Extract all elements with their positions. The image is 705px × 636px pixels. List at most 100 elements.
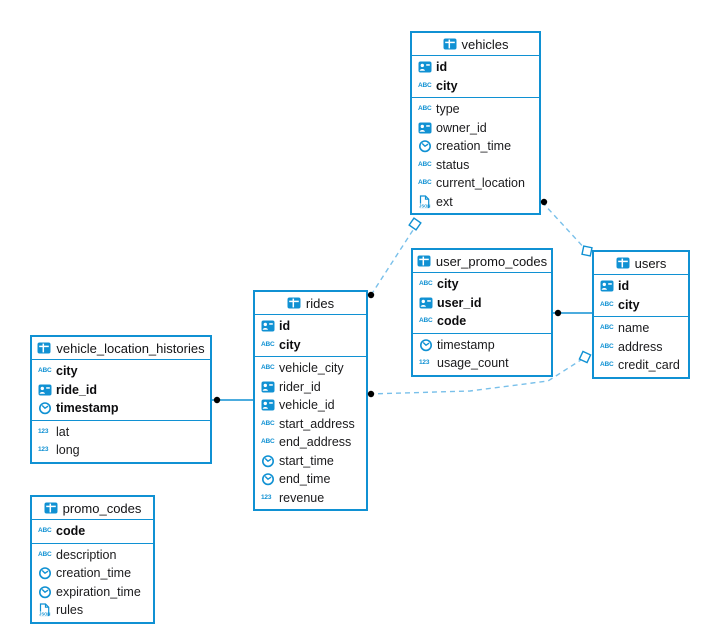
column-name: vehicle_city	[279, 361, 344, 376]
column-name: city	[437, 277, 459, 292]
column-name: user_id	[437, 295, 482, 310]
column-row[interactable]: 123 lat	[32, 423, 210, 442]
table-header[interactable]: users	[594, 252, 688, 275]
text-type-icon: ABC	[600, 300, 614, 308]
relationship-line-rides-users[interactable]	[368, 357, 585, 395]
table-icon	[44, 502, 58, 514]
column-name: credit_card	[618, 358, 680, 373]
json-type-icon: JSON	[418, 195, 436, 209]
column-row[interactable]: ABC vehicle_city	[255, 359, 366, 378]
column-row[interactable]: owner_id	[412, 119, 539, 138]
id-type-icon	[261, 380, 279, 394]
text-type-icon: ABC	[419, 317, 433, 324]
table-header[interactable]: rides	[255, 292, 366, 315]
column-name: start_address	[279, 416, 355, 431]
table-header[interactable]: promo_codes	[32, 497, 153, 520]
table-name: rides	[305, 295, 335, 311]
column-row[interactable]: end_time	[255, 470, 366, 489]
primary-key-row[interactable]: timestamp	[32, 399, 210, 418]
text-type-icon: ABC	[418, 179, 432, 186]
table-header[interactable]: vehicles	[412, 33, 539, 56]
column-row[interactable]: creation_time	[412, 137, 539, 156]
table-icon	[443, 38, 457, 50]
number-type-icon: 123	[419, 359, 430, 366]
primary-key-row[interactable]: ABC code	[413, 312, 551, 331]
column-row[interactable]: expiration_time	[32, 583, 153, 602]
column-row[interactable]: ABC description	[32, 546, 153, 565]
text-type-icon: ABC	[261, 364, 275, 371]
column-name: id	[618, 279, 630, 294]
text-type-icon: ABC	[38, 550, 52, 558]
svg-text:JSON: JSON	[419, 203, 430, 208]
column-row[interactable]: ABC address	[594, 338, 688, 357]
column-row[interactable]: timestamp	[413, 336, 551, 355]
column-row[interactable]: ABC credit_card	[594, 356, 688, 375]
text-type-icon: ABC	[600, 361, 614, 368]
time-type-icon	[261, 454, 279, 468]
column-row[interactable]: vehicle_id	[255, 396, 366, 415]
text-type-icon: ABC	[261, 340, 275, 348]
column-row[interactable]: start_time	[255, 452, 366, 471]
table-name: user_promo_codes	[435, 253, 548, 269]
table-icon	[417, 255, 431, 267]
column-name: code	[56, 524, 86, 539]
primary-key-row[interactable]: id	[594, 277, 688, 296]
table-header[interactable]: vehicle_location_histories	[32, 337, 210, 360]
column-row[interactable]: creation_time	[32, 564, 153, 583]
text-type-icon: ABC	[418, 81, 432, 89]
table-header[interactable]: user_promo_codes	[413, 250, 551, 273]
relationship-diamond-endpoint	[581, 245, 593, 257]
relationship-line-vehicles-users[interactable]	[541, 201, 588, 252]
primary-key-row[interactable]: id	[255, 317, 366, 336]
number-type-icon: 123	[261, 493, 272, 501]
column-name: expiration_time	[56, 584, 141, 599]
column-name: code	[437, 314, 467, 329]
column-name: lat	[56, 424, 70, 439]
id-type-icon	[418, 121, 436, 135]
time-type-icon	[38, 566, 56, 580]
table-icon	[616, 257, 630, 269]
text-type-icon: ABC	[261, 438, 275, 445]
column-name: rider_id	[279, 379, 321, 394]
primary-key-row[interactable]: user_id	[413, 294, 551, 313]
number-type-icon: 123	[38, 427, 49, 435]
relationship-line-rides-vehicles[interactable]	[370, 226, 416, 296]
primary-key-row[interactable]: id	[412, 58, 539, 77]
text-type-icon: ABC	[600, 342, 614, 350]
column-name: type	[436, 102, 460, 117]
primary-key-row[interactable]: ride_id	[32, 381, 210, 400]
relationship-dot-endpoint	[554, 309, 562, 317]
column-row[interactable]: rider_id	[255, 378, 366, 397]
column-name: description	[56, 547, 117, 562]
column-name: address	[618, 339, 663, 354]
